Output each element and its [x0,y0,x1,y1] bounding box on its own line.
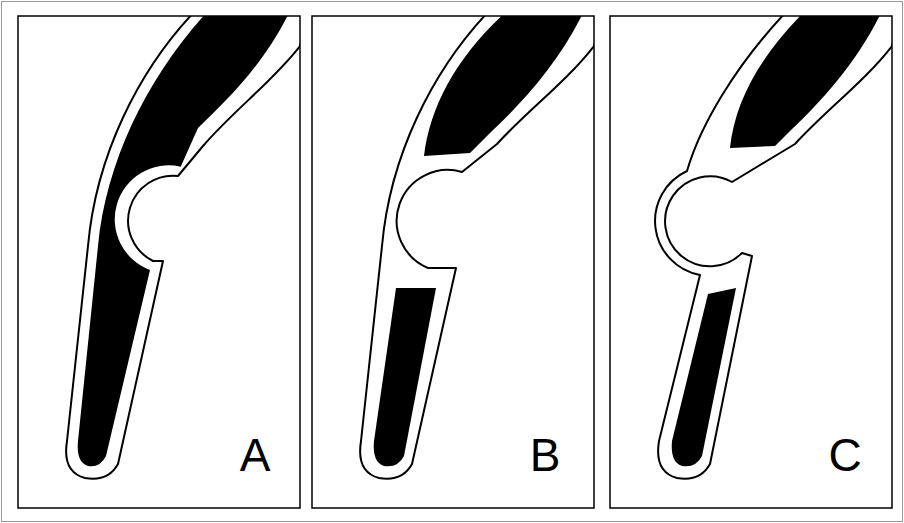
pulp-canal [730,16,882,148]
panel-letter: A [240,432,271,478]
panel-frame [18,16,300,508]
root-outline [655,16,892,479]
root-outline [66,16,300,479]
pulp-canal [424,16,584,156]
panel-letter: B [530,432,561,478]
pulp-canal [78,16,290,466]
panel-a [18,11,308,508]
panel-b [312,11,602,508]
pulp-canal [672,288,736,466]
panel-frame [312,16,594,508]
root-outline [360,16,594,479]
pulp-canal [374,288,436,466]
panel-frame [610,16,892,508]
panel-c [610,11,900,508]
panel-letter: C [828,432,861,478]
